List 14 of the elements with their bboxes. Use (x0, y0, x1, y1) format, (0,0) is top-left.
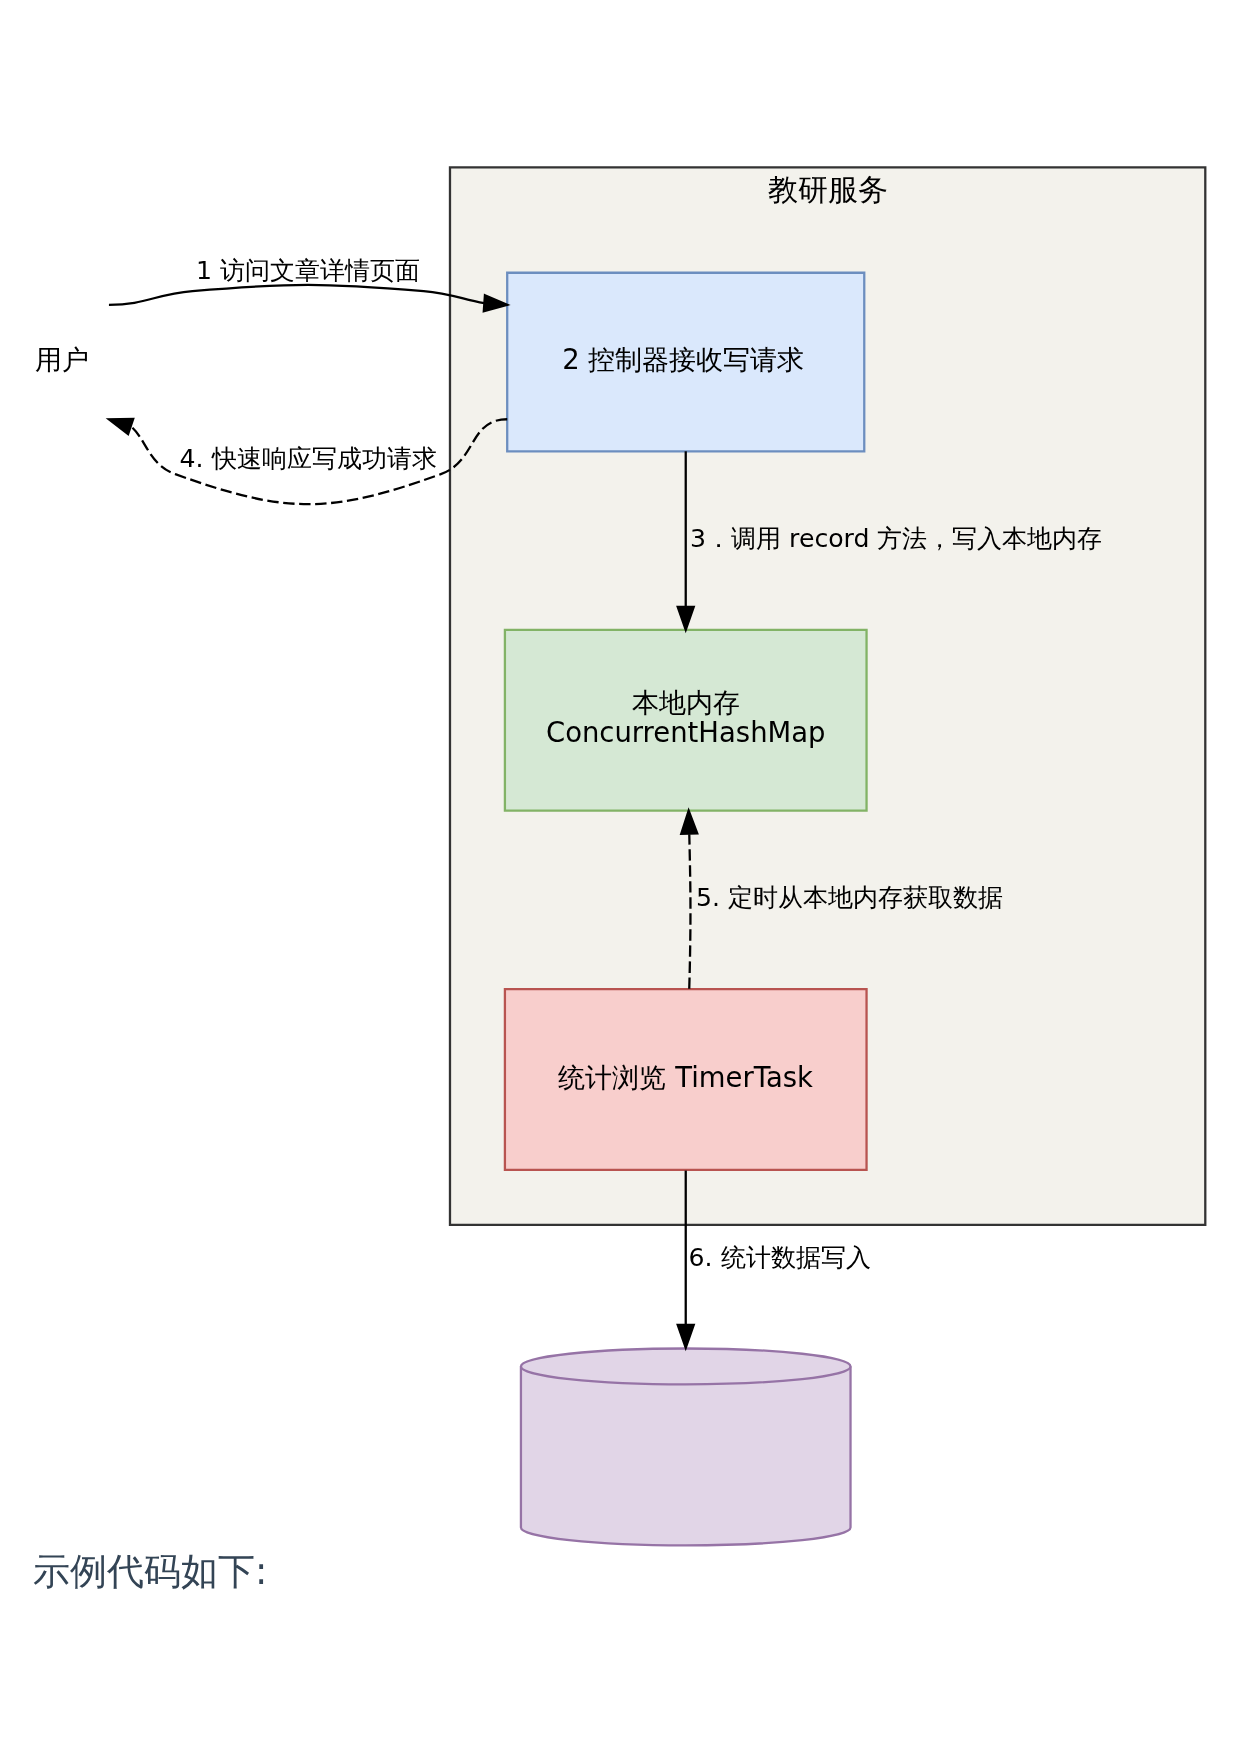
caption: 示例代码如下: (32, 1549, 268, 1593)
edge-label: 6. 统计数据写入 (688, 1242, 871, 1272)
arrow (676, 1170, 696, 1352)
arrow (108, 283, 511, 313)
edge-label: 4. 快速响应写成功请求 (179, 443, 437, 473)
edge-label: 1 访问文章详情页面 (196, 256, 421, 286)
node-text: 用户 (34, 344, 89, 376)
edge-label: 5. 定时从本地内存获取数据 (695, 883, 1003, 913)
node-box: 统计浏览 TimerTask (503, 988, 868, 1172)
arrow (676, 451, 696, 634)
node-box: 本地内存 ConcurrentHashMap (503, 628, 868, 812)
arrow (105, 417, 508, 506)
edge-label: 3．调用 record 方法，写入本地内存 (690, 523, 1103, 553)
arrow (679, 807, 699, 989)
